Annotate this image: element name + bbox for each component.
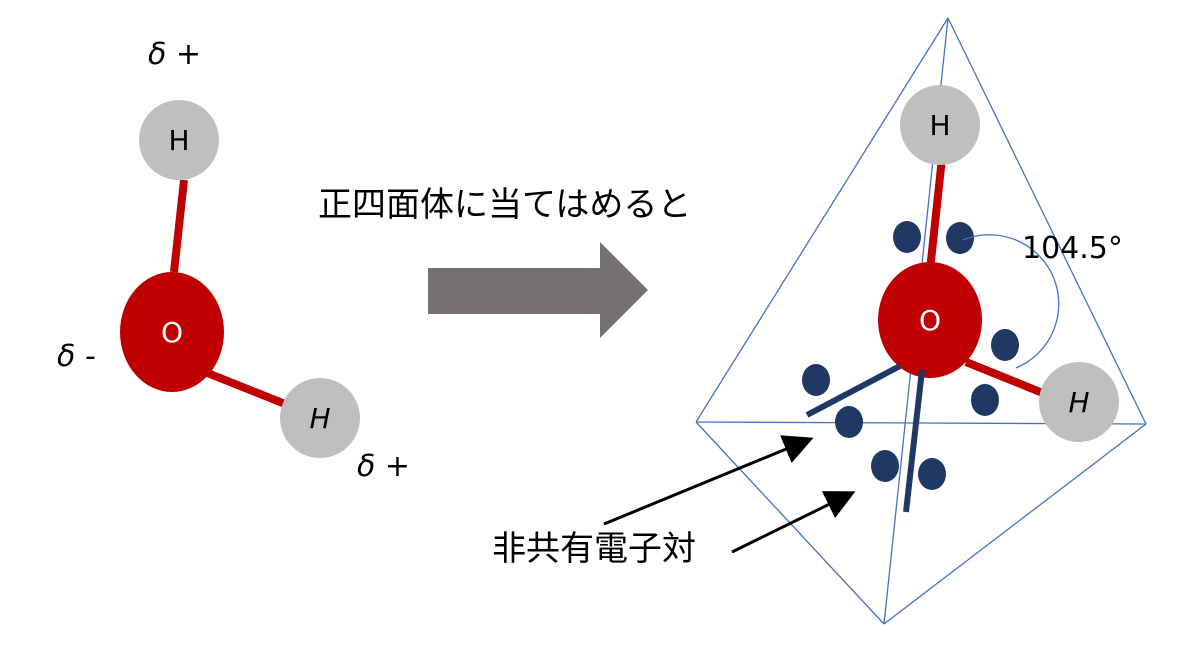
lone-pair-orbital-line	[903, 369, 925, 513]
electrons	[802, 221, 1019, 490]
tetra-edge	[947, 17, 1147, 425]
block-arrow-icon	[428, 242, 648, 338]
bonding-electron	[893, 221, 921, 253]
right-bond-top	[926, 157, 946, 271]
right-hydrogen-top-atom	[900, 85, 980, 165]
transition: 正四面体に当てはめると	[318, 185, 691, 338]
lone-pair-pointer-arrow	[603, 435, 814, 526]
lone-pair-electron	[802, 364, 830, 396]
right-hydrogen-top-label: H	[929, 109, 950, 142]
bonding-electron	[946, 222, 974, 254]
left-bond-top	[170, 179, 188, 273]
right-oxygen-atom	[878, 262, 982, 378]
bond-angle-arc	[962, 234, 1060, 369]
lone-pair-pointer-arrow	[731, 491, 856, 554]
left-charge-top: δ +	[148, 37, 201, 72]
lone-pair-label: 非共有電子対	[492, 529, 696, 569]
right-hydrogen-right-label: H	[1068, 386, 1089, 419]
bonding-electron	[971, 384, 999, 416]
left-charge-left: δ -	[57, 339, 96, 374]
right-tetrahedral-molecule: H H O 104.5° 非共有電子対	[492, 17, 1147, 625]
left-oxygen-label: O	[161, 316, 183, 349]
lone-pair-electron	[918, 458, 946, 490]
left-hydrogen-right-atom	[280, 378, 360, 458]
left-hydrogen-top-atom	[139, 100, 219, 180]
bond-angle-label: 104.5°	[1022, 231, 1123, 266]
right-hydrogen-right-atom	[1039, 362, 1119, 442]
left-charge-right: δ +	[357, 449, 410, 484]
lone-pair-orbital-line	[805, 363, 902, 418]
lone-pair-electron	[835, 406, 863, 438]
left-water-molecule: H O H δ + δ - δ +	[57, 37, 410, 484]
tetra-edge	[883, 423, 1147, 625]
left-oxygen-atom	[120, 272, 224, 392]
right-oxygen-label: O	[919, 304, 941, 337]
left-hydrogen-top-label: H	[168, 124, 189, 157]
left-hydrogen-right-label: H	[309, 402, 330, 435]
tetra-edge	[695, 17, 949, 423]
lone-pair-electron	[871, 450, 899, 482]
transition-caption: 正四面体に当てはめると	[318, 185, 691, 225]
bonding-electron	[991, 329, 1019, 361]
